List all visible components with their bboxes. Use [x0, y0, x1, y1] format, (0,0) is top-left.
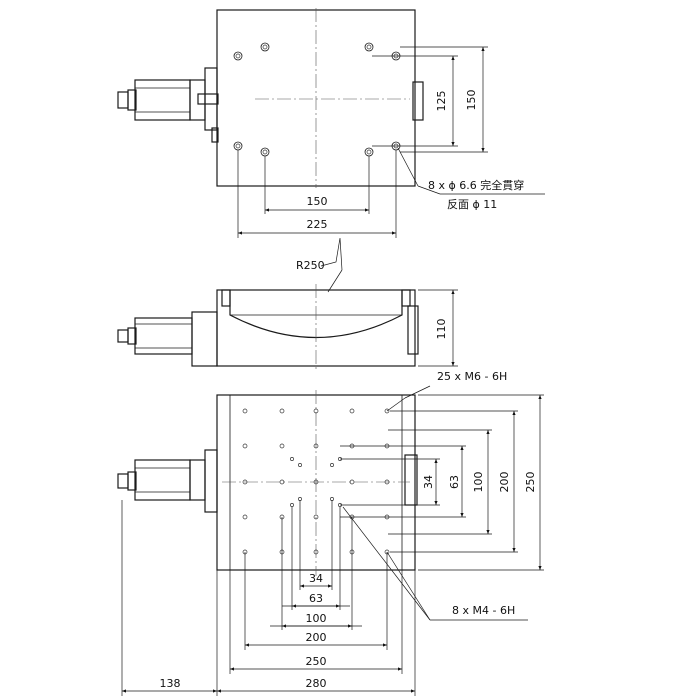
- bottom-m6-holes: [242, 408, 390, 555]
- bottom-hdim-100: 100: [306, 612, 327, 625]
- bottom-vdim-100: 100: [472, 472, 485, 493]
- top-mount-holes: [233, 42, 401, 157]
- side-motor: [117, 311, 218, 367]
- bottom-vdim-63: 63: [448, 475, 461, 489]
- top-hole-note-line2: 反面 ϕ 11: [447, 198, 497, 211]
- top-dim-150-horizontal: 150: [307, 195, 328, 208]
- side-radius-label: R250: [296, 259, 325, 272]
- bottom-vdim-200: 200: [498, 472, 511, 493]
- bottom-m4-note: 8 x M4 - 6H: [452, 604, 515, 617]
- top-dim-150-vertical: 150: [465, 90, 478, 111]
- top-dim-225-horizontal: 225: [307, 218, 328, 231]
- bottom-motor: [117, 449, 218, 513]
- bottom-hdim-280: 280: [306, 677, 327, 690]
- bottom-m6-note: 25 x M6 - 6H: [437, 370, 507, 383]
- side-dim-110: 110: [435, 319, 448, 340]
- bottom-vdim-34: 34: [422, 475, 435, 489]
- top-hole-note-line1: 8 x ϕ 6.6 完全貫穿: [428, 178, 524, 192]
- bottom-hdim-63: 63: [309, 592, 323, 605]
- bottom-vdim-250: 250: [524, 472, 537, 493]
- top-motor: [117, 67, 219, 143]
- top-view: 150 225 125 150 8 x ϕ 6.6 完全貫穿 反面 ϕ 11: [117, 8, 545, 238]
- bottom-hdim-200: 200: [306, 631, 327, 644]
- bottom-hdim-138: 138: [160, 677, 181, 690]
- side-view: R250 110: [117, 237, 458, 372]
- bottom-view: 34 63 100 200 250 25 x M6 - 6H 8 x M4 - …: [117, 370, 544, 696]
- top-dim-125-vertical: 125: [435, 91, 448, 112]
- bottom-hdim-250: 250: [306, 655, 327, 668]
- bottom-hdim-34: 34: [309, 572, 323, 585]
